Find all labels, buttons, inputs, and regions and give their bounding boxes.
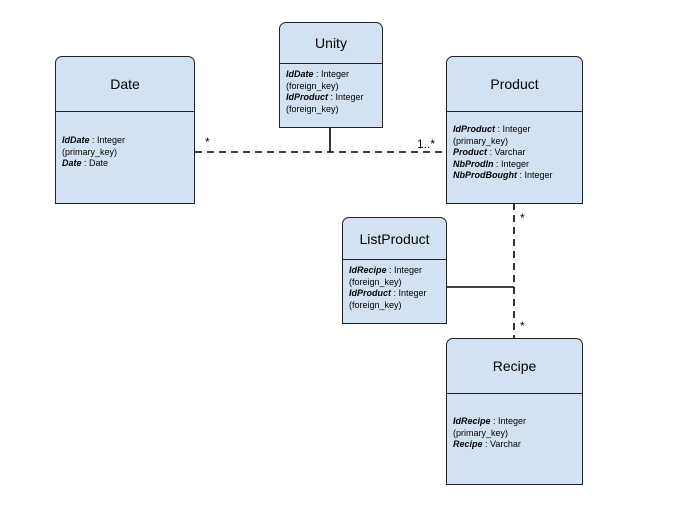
- entity-date[interactable]: Date IdDate : Integer (primary_key) Date…: [55, 56, 195, 204]
- entity-product-header: Product: [447, 57, 582, 112]
- entity-unity-header: Unity: [280, 23, 382, 64]
- entity-unity-title: Unity: [315, 35, 347, 51]
- entity-recipe-attr-idrecipe: IdRecipe : Integer: [453, 416, 527, 426]
- entity-listproduct-attr-idrecipe-key: (foreign_key): [349, 276, 402, 287]
- entity-listproduct-header: ListProduct: [343, 218, 446, 260]
- entity-listproduct-attr-idrecipe: IdRecipe : Integer: [349, 265, 423, 275]
- entity-recipe-title: Recipe: [492, 358, 537, 374]
- entity-listproduct-attr-idproduct-key: (foreign_key): [349, 299, 402, 310]
- multiplicity-product-bottom: *: [520, 211, 525, 225]
- entity-product[interactable]: Product IdProduct : Integer (primary_key…: [446, 56, 583, 204]
- entity-unity-attr-idproduct-key: (foreign_key): [286, 103, 339, 114]
- entity-product-title: Product: [490, 76, 539, 92]
- entity-unity-attr-iddate-key: (foreign_key): [286, 80, 339, 91]
- entity-product-attr-nbprodin: NbProdIn : Integer: [453, 158, 530, 169]
- multiplicity-product-left: 1..*: [417, 137, 436, 151]
- entity-unity-attr-iddate: IdDate : Integer: [286, 69, 350, 79]
- entity-unity-attr-idproduct: IdProduct : Integer: [286, 92, 364, 102]
- entity-product-attr-idproduct: IdProduct : Integer: [453, 124, 531, 134]
- entity-product-attr-nbprodbought: NbProdBought : Integer: [453, 170, 553, 180]
- entity-date-attr-iddate: IdDate : Integer: [62, 135, 126, 145]
- multiplicity-recipe-top: *: [520, 319, 525, 333]
- multiplicity-date: *: [205, 135, 210, 149]
- entity-recipe-header: Recipe: [447, 339, 582, 394]
- entity-date-attr-date: Date : Date: [62, 158, 109, 168]
- entity-date-attr-iddate-key: (primary_key): [62, 146, 118, 157]
- entity-recipe-attr-recipe: Recipe : Varchar: [453, 439, 521, 449]
- entity-date-header: Date: [56, 57, 194, 112]
- entity-product-attr-idproduct-key: (primary_key): [453, 135, 509, 146]
- entity-product-attr-product: Product : Varchar: [453, 147, 526, 157]
- entity-recipe-attr-idrecipe-key: (primary_key): [453, 427, 509, 438]
- entity-listproduct[interactable]: ListProduct IdRecipe : Integer (foreign_…: [342, 217, 447, 324]
- entity-listproduct-attr-idproduct: IdProduct : Integer: [349, 288, 427, 298]
- entity-listproduct-title: ListProduct: [359, 230, 430, 247]
- entity-date-title: Date: [110, 76, 140, 92]
- entity-unity[interactable]: Unity IdDate : Integer (foreign_key) IdP…: [279, 22, 383, 128]
- entity-recipe[interactable]: Recipe IdRecipe : Integer (primary_key) …: [446, 338, 583, 485]
